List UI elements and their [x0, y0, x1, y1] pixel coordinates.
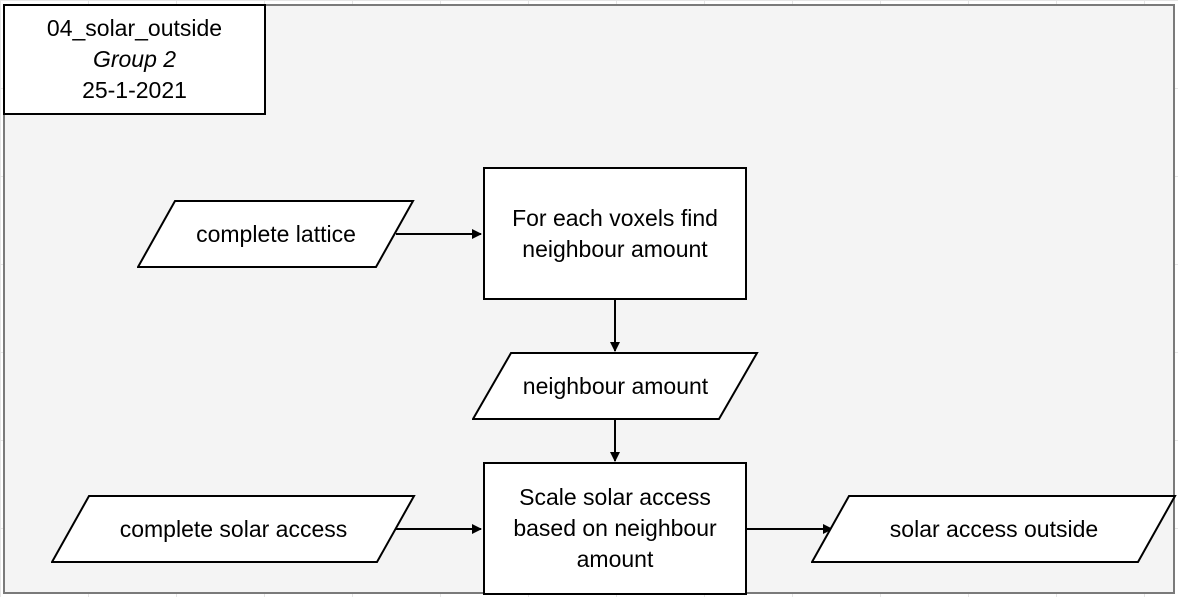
diagram-date: 25-1-2021 — [82, 77, 187, 103]
node-complete-lattice[interactable]: complete lattice — [137, 200, 415, 268]
node-complete-solar-access[interactable]: complete solar access — [51, 495, 416, 563]
node-neighbour-amount-label: neighbour amount — [522, 372, 709, 399]
diagram-name: 04_solar_outside — [46, 15, 223, 41]
node-complete-solar-access-label: complete solar access — [119, 515, 348, 542]
node-complete-lattice-label: complete lattice — [196, 220, 356, 247]
node-solar-access-outside-label: solar access outside — [889, 515, 1099, 542]
node-scale-solar-access[interactable]: Scale solar access based on neighbour am… — [483, 462, 747, 595]
diagram-group: Group 2 — [92, 46, 177, 72]
node-solar-access-outside[interactable]: solar access outside — [811, 495, 1177, 563]
node-find-neighbours[interactable]: For each voxels find neighbour amount — [483, 167, 747, 300]
node-neighbour-amount[interactable]: neighbour amount — [472, 352, 759, 420]
node-scale-solar-access-label: Scale solar access based on neighbour am… — [513, 484, 717, 572]
node-find-neighbours-label: For each voxels find neighbour amount — [512, 204, 718, 262]
title-block: 04_solar_outside Group 2 25-1-2021 — [3, 4, 266, 115]
